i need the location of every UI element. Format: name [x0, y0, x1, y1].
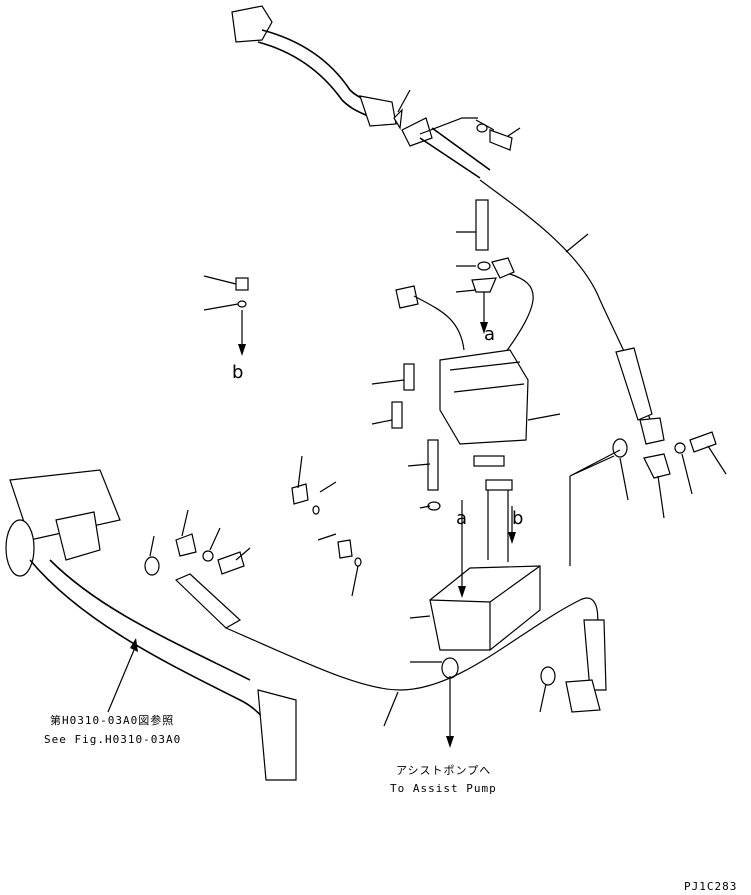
center-bolt: [395, 199, 534, 361]
main-valve-block: [429, 565, 556, 686]
callout-b-left: b: [232, 362, 244, 383]
reference-label-jp: 第H0310-03A0図参照: [50, 714, 175, 727]
top-hose: [231, 5, 513, 179]
lower-left-pipe: [5, 469, 607, 781]
small-fittings: [235, 277, 362, 567]
destination-label-en: To Assist Pump: [390, 782, 497, 795]
leader-lines: [149, 89, 727, 727]
drawing-code: PJ1C283: [684, 880, 738, 893]
reference-label-en: See Fig.H0310-03A0: [44, 733, 182, 746]
solenoid-valve: [391, 349, 529, 511]
callout-a-bottom: a: [456, 508, 468, 529]
flow-arrows: [107, 292, 516, 748]
callout-a-top: a: [484, 324, 496, 345]
right-hose: [479, 179, 717, 479]
callout-b-right: b: [512, 508, 524, 529]
destination-label-jp: アシストポンプへ: [396, 764, 492, 777]
